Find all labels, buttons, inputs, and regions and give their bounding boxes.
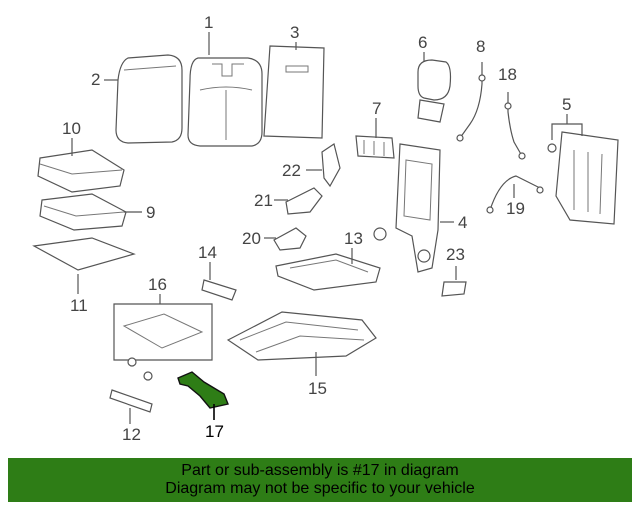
part-6-headrest[interactable] — [417, 59, 452, 123]
callout-9: 9 — [146, 203, 155, 222]
part-1-back-cover[interactable] — [187, 57, 263, 147]
part-5-back-panel[interactable] — [547, 131, 619, 225]
parts-diagram: 2 1 3 6 8 18 5 — [32, 13, 619, 444]
part-8-cable[interactable] — [456, 62, 486, 142]
part-21-bracket[interactable] — [285, 187, 323, 215]
part-2-back-cushion[interactable] — [115, 54, 183, 144]
part-23-bracket[interactable] — [441, 281, 467, 297]
part-18-cable[interactable] — [504, 92, 526, 160]
part-22-bracket[interactable] — [321, 143, 341, 188]
leader-5 — [551, 114, 583, 140]
callout-3: 3 — [290, 23, 299, 42]
callout-22: 22 — [282, 161, 301, 180]
part-11-pad[interactable] — [32, 237, 136, 271]
callout-2: 2 — [91, 70, 100, 89]
callout-5: 5 — [562, 95, 571, 114]
callout-1: 1 — [204, 13, 213, 32]
callout-21: 21 — [254, 191, 273, 210]
callout-20: 20 — [242, 229, 261, 248]
callout-4: 4 — [458, 213, 467, 232]
info-banner: Part or sub-assembly is #17 in diagram D… — [8, 458, 632, 502]
callout-19: 19 — [506, 199, 525, 218]
callout-18: 18 — [498, 65, 517, 84]
banner-line-2: Diagram may not be specific to your vehi… — [165, 480, 475, 497]
part-20-bracket[interactable] — [273, 227, 307, 251]
part-3-back-board[interactable] — [263, 45, 325, 139]
part-12-bracket[interactable] — [109, 389, 153, 413]
callout-12: 12 — [122, 425, 141, 444]
part-14-bracket[interactable] — [201, 279, 237, 301]
part-7-bracket[interactable] — [355, 135, 395, 159]
callout-15: 15 — [308, 379, 327, 398]
part-15-track-assembly[interactable] — [226, 311, 377, 361]
part-13-seat-frame[interactable] — [275, 253, 381, 291]
part-19-cable[interactable] — [486, 175, 544, 214]
callout-23: 23 — [446, 245, 465, 264]
part-17-highlighted[interactable] — [177, 371, 229, 409]
part-9-cushion-cover[interactable] — [39, 193, 127, 231]
callout-17: 17 — [205, 422, 224, 441]
callout-10: 10 — [62, 119, 81, 138]
banner-line-1: Part or sub-assembly is #17 in diagram — [181, 462, 459, 479]
callout-8: 8 — [476, 37, 485, 56]
part-4-back-frame[interactable] — [373, 143, 441, 273]
callout-14: 14 — [198, 243, 217, 262]
part-10-seat-cushion[interactable] — [37, 149, 125, 193]
callout-16: 16 — [148, 275, 167, 294]
callout-11: 11 — [70, 296, 88, 315]
part-16-sub-assembly[interactable] — [113, 303, 213, 381]
callout-6: 6 — [418, 33, 427, 52]
callout-13: 13 — [344, 229, 363, 248]
callout-7: 7 — [372, 99, 381, 118]
